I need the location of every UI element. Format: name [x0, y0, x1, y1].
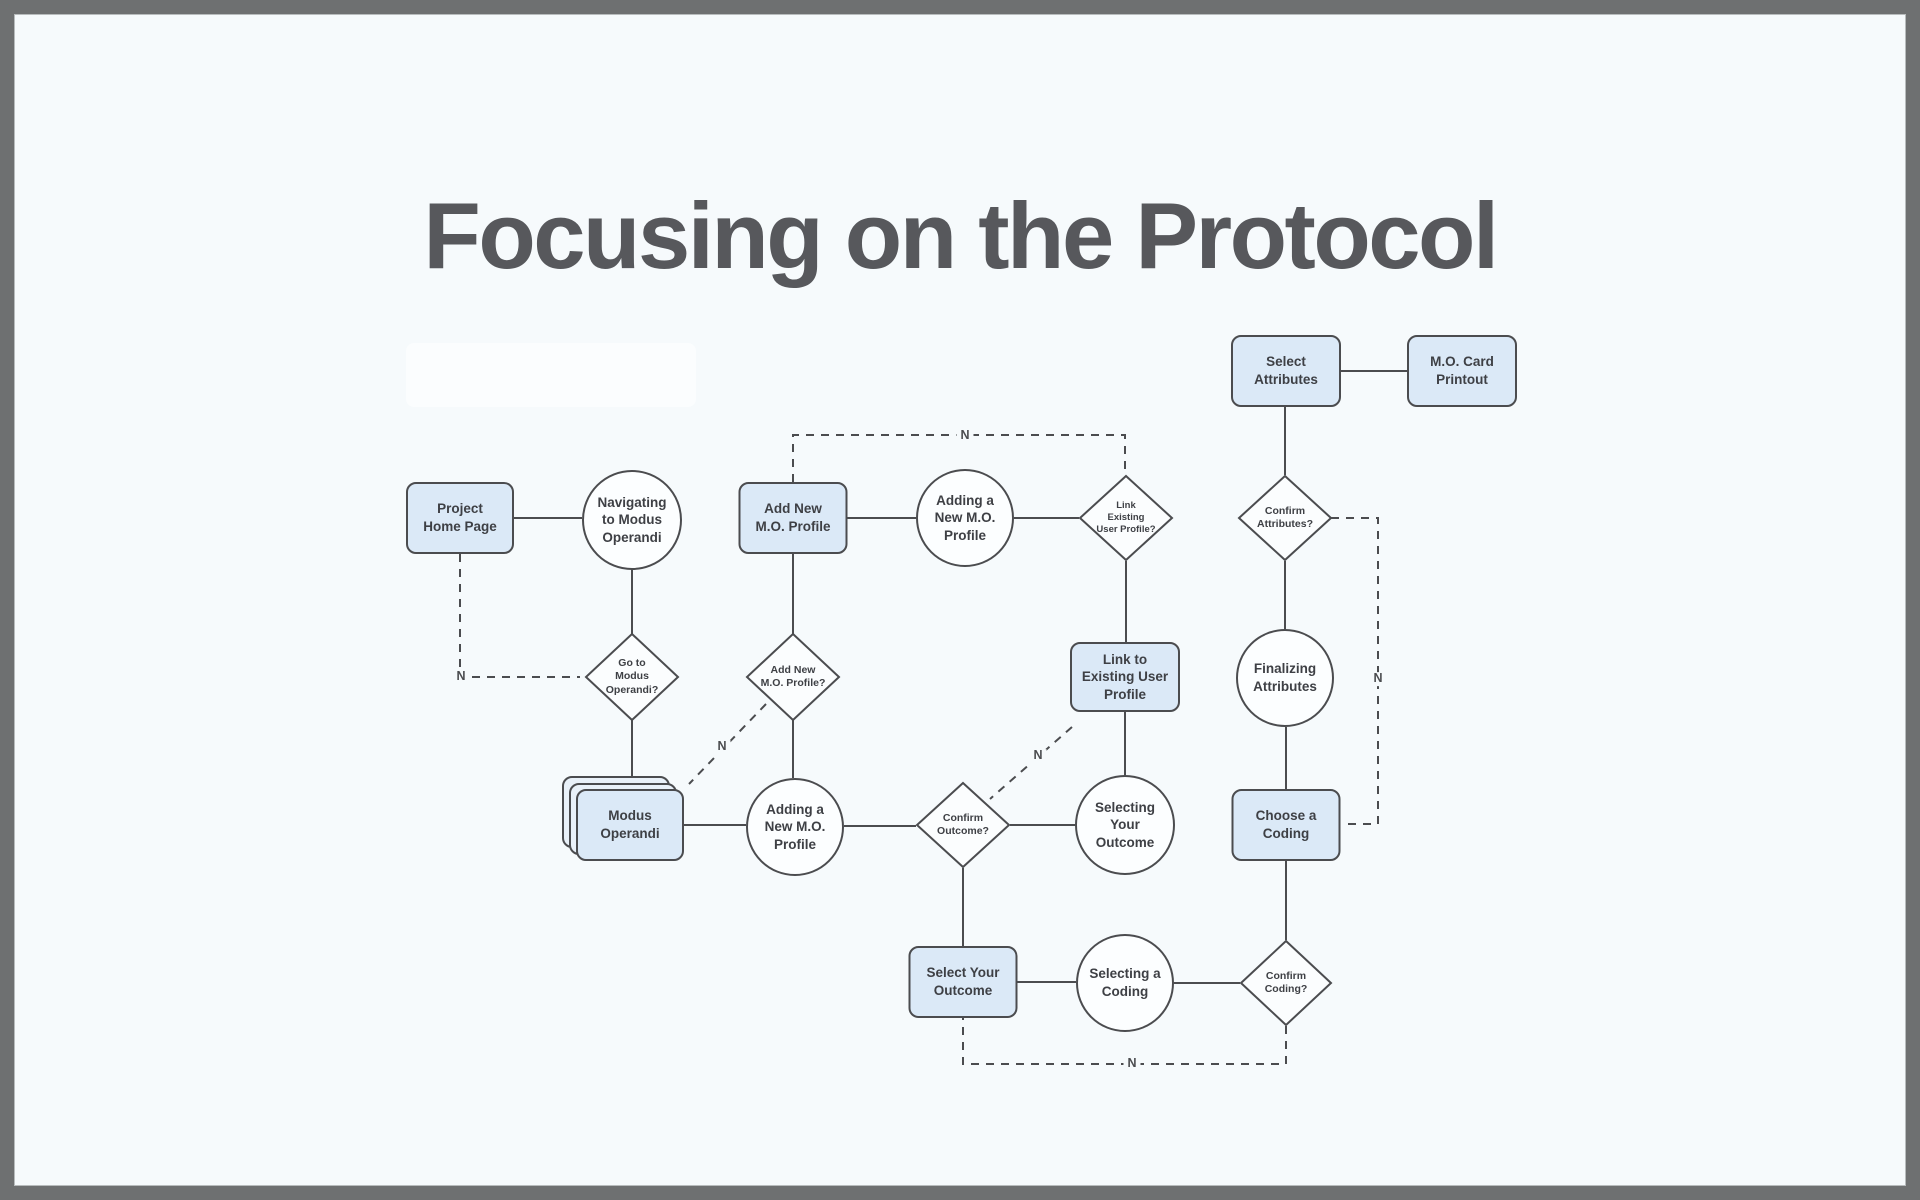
adding-a-new-mo-profile-lower — [746, 778, 844, 876]
add-new-mo-profile-label: Add New M.O. Profile — [755, 501, 831, 534]
go-to-modus-operandi-decision — [584, 632, 680, 722]
add-new-mo-profile-decision-label: Add New M.O. Profile? — [760, 663, 826, 689]
edge-label-addnew-decision-no-return: N — [713, 739, 731, 754]
mo-card-printout — [1407, 335, 1517, 407]
select-attributes — [1231, 335, 1341, 407]
confirm-coding-decision — [1239, 939, 1333, 1027]
confirm-coding-decision-label: Confirm Coding? — [1264, 969, 1308, 995]
link-to-existing-user-profile-label: Link to Existing User Profile — [1081, 651, 1169, 702]
modus-operandi — [576, 789, 684, 861]
adding-a-new-mo-profile-lower-label: Adding a New M.O. Profile — [764, 801, 826, 852]
navigating-to-modus-operandi — [582, 470, 682, 570]
go-to-modus-operandi-decision-label: Go to Modus Operandi? — [605, 656, 659, 696]
confirm-outcome-decision-label: Confirm Outcome? — [937, 811, 989, 837]
ghost-highlight-artifact — [406, 343, 696, 407]
choose-a-coding-label: Choose a Coding — [1255, 808, 1317, 841]
confirm-attributes-decision — [1237, 474, 1333, 562]
edge-label-confirm-coding-no-return: N — [1123, 1056, 1141, 1071]
add-new-mo-profile — [738, 482, 848, 554]
edge-goto-decision-no-return — [459, 554, 580, 678]
edge-addnew-decision-no-return — [688, 703, 767, 785]
selecting-a-coding — [1076, 934, 1174, 1032]
choose-a-coding — [1231, 789, 1341, 861]
finalizing-attributes-label: Finalizing Attributes — [1253, 661, 1317, 694]
confirm-attributes-decision-label: Confirm Attributes? — [1257, 504, 1313, 530]
edge-confirm-outcome-no-return — [989, 726, 1073, 800]
link-existing-user-profile-decision — [1078, 474, 1174, 562]
link-to-existing-user-profile — [1070, 642, 1180, 712]
link-existing-user-profile-decision-label: Link Existing User Profile? — [1096, 499, 1156, 536]
confirm-outcome-decision — [915, 781, 1011, 869]
finalizing-attributes — [1236, 629, 1334, 727]
navigating-to-modus-operandi-label: Navigating to Modus Operandi — [597, 494, 667, 545]
edge-label-confirm-attributes-no-return: N — [1369, 671, 1387, 686]
slide-title: Focusing on the Protocol — [423, 182, 1499, 288]
adding-a-new-mo-profile-upper-label: Adding a New M.O. Profile — [934, 492, 996, 543]
project-home-page — [406, 482, 514, 554]
project-home-page-label: Project Home Page — [423, 501, 497, 534]
select-your-outcome — [908, 946, 1018, 1018]
edge-label-confirm-outcome-no-return: N — [1029, 748, 1047, 763]
edge-label-goto-decision-no-return: N — [452, 669, 470, 684]
add-new-mo-profile-decision — [745, 632, 841, 722]
edge-label-link-decision-no-return: N — [956, 428, 974, 443]
selecting-your-outcome — [1075, 775, 1175, 875]
select-attributes-label: Select Attributes — [1254, 354, 1318, 387]
adding-a-new-mo-profile-upper — [916, 469, 1014, 567]
select-your-outcome-label: Select Your Outcome — [926, 965, 1000, 998]
mo-card-printout-label: M.O. Card Printout — [1430, 354, 1494, 387]
selecting-your-outcome-label: Selecting Your Outcome — [1094, 799, 1156, 850]
edge-confirm-attributes-no-return — [1331, 517, 1379, 825]
selecting-a-coding-label: Selecting a Coding — [1089, 966, 1161, 999]
modus-operandi-label: Modus Operandi — [600, 808, 660, 841]
